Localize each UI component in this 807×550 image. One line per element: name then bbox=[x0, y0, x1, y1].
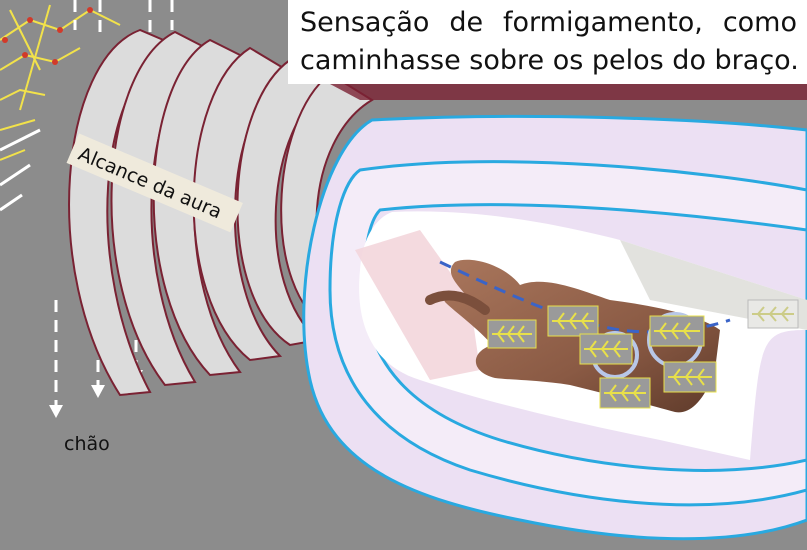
hair-marker bbox=[663, 361, 717, 393]
hair-markers bbox=[487, 299, 799, 409]
hair-marker bbox=[487, 319, 537, 349]
caption-line-2: caminhasse sobre os pelos do braço. bbox=[300, 45, 799, 76]
aura-rings bbox=[68, 28, 374, 397]
hair-marker bbox=[547, 305, 599, 337]
nerve-lines bbox=[0, 128, 41, 212]
ground-label: chão bbox=[64, 433, 110, 455]
energy-nodes bbox=[2, 7, 93, 65]
arm-sleeve-top bbox=[330, 84, 807, 100]
caption-line-1: Sensação de formigamento, como bbox=[300, 4, 797, 42]
caption-box: Sensação de formigamento, como caminhass… bbox=[288, 0, 807, 84]
hair-marker bbox=[649, 315, 705, 347]
caption-word: formigamento, bbox=[503, 7, 703, 38]
caption-word: como bbox=[722, 7, 797, 38]
caption-word: de bbox=[449, 7, 484, 38]
hair-marker bbox=[599, 377, 651, 409]
caption-word: Sensação bbox=[300, 7, 430, 38]
hair-marker bbox=[579, 333, 633, 365]
hair-marker bbox=[747, 299, 799, 329]
